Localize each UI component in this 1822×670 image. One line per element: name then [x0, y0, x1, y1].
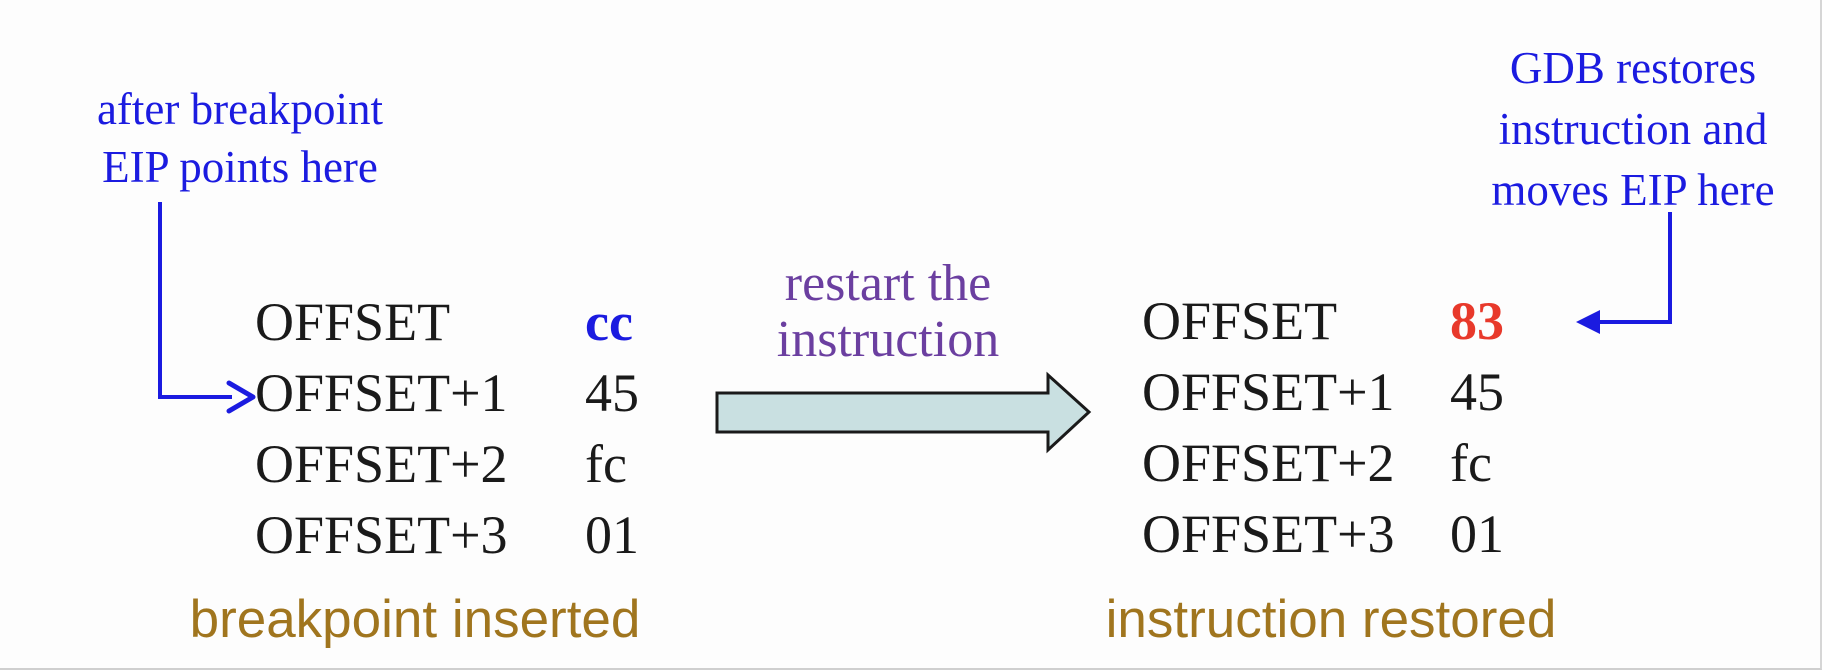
offset-label: OFFSET — [255, 292, 451, 352]
label-line: instruction — [776, 311, 1000, 368]
gdb-restores-note: GDB restores instruction and moves EIP h… — [1453, 38, 1813, 221]
after-breakpoint-note: after breakpoint EIP points here — [30, 80, 450, 196]
offset-label: OFFSET+2 — [1142, 433, 1395, 493]
note-line: GDB restores — [1509, 43, 1757, 93]
byte-value: 01 — [585, 505, 639, 565]
offset-label: OFFSET+1 — [255, 363, 508, 423]
restore-pointer-arrow — [1576, 212, 1672, 334]
offset-label: OFFSET — [1142, 291, 1338, 351]
offset-label: OFFSET+3 — [255, 505, 508, 565]
byte-value-breakpoint: cc — [585, 292, 633, 352]
offset-label: OFFSET+1 — [1142, 362, 1395, 422]
byte-value: fc — [585, 434, 627, 494]
table-row: OFFSET 83 — [1142, 286, 1504, 357]
restart-instruction-label: restart the instruction — [738, 256, 1038, 368]
table-row: OFFSET+1 45 — [1142, 357, 1504, 428]
table-row: OFFSET+1 45 — [255, 358, 639, 429]
instruction-restored-caption: instruction restored — [1105, 590, 1557, 649]
block-arrow-icon — [715, 371, 1092, 454]
table-row: OFFSET+3 01 — [255, 500, 639, 571]
table-row: OFFSET cc — [255, 287, 639, 358]
label-line: restart the — [784, 255, 992, 312]
byte-value: 01 — [1450, 504, 1504, 564]
table-row: OFFSET+2 fc — [1142, 428, 1504, 499]
table-row: OFFSET+2 fc — [255, 429, 639, 500]
note-line: EIP points here — [102, 142, 378, 192]
table-row: OFFSET+3 01 — [1142, 499, 1504, 570]
byte-value: fc — [1450, 433, 1492, 493]
note-line: instruction and — [1498, 104, 1768, 154]
offset-label: OFFSET+3 — [1142, 504, 1395, 564]
note-line: after breakpoint — [96, 84, 384, 134]
eip-pointer-arrow — [158, 202, 256, 414]
memory-table-before: OFFSET cc OFFSET+1 45 OFFSET+2 fc OFFSET+3 0… — [255, 287, 639, 571]
offset-label: OFFSET+2 — [255, 434, 508, 494]
memory-table-after: OFFSET 83 OFFSET+1 45 OFFSET+2 fc OFFSET+3 0… — [1142, 286, 1504, 570]
note-line: moves EIP here — [1491, 165, 1775, 215]
byte-value: 45 — [1450, 362, 1504, 422]
byte-value: 45 — [585, 363, 639, 423]
byte-value-restored: 83 — [1450, 291, 1504, 351]
breakpoint-inserted-caption: breakpoint inserted — [189, 590, 641, 649]
